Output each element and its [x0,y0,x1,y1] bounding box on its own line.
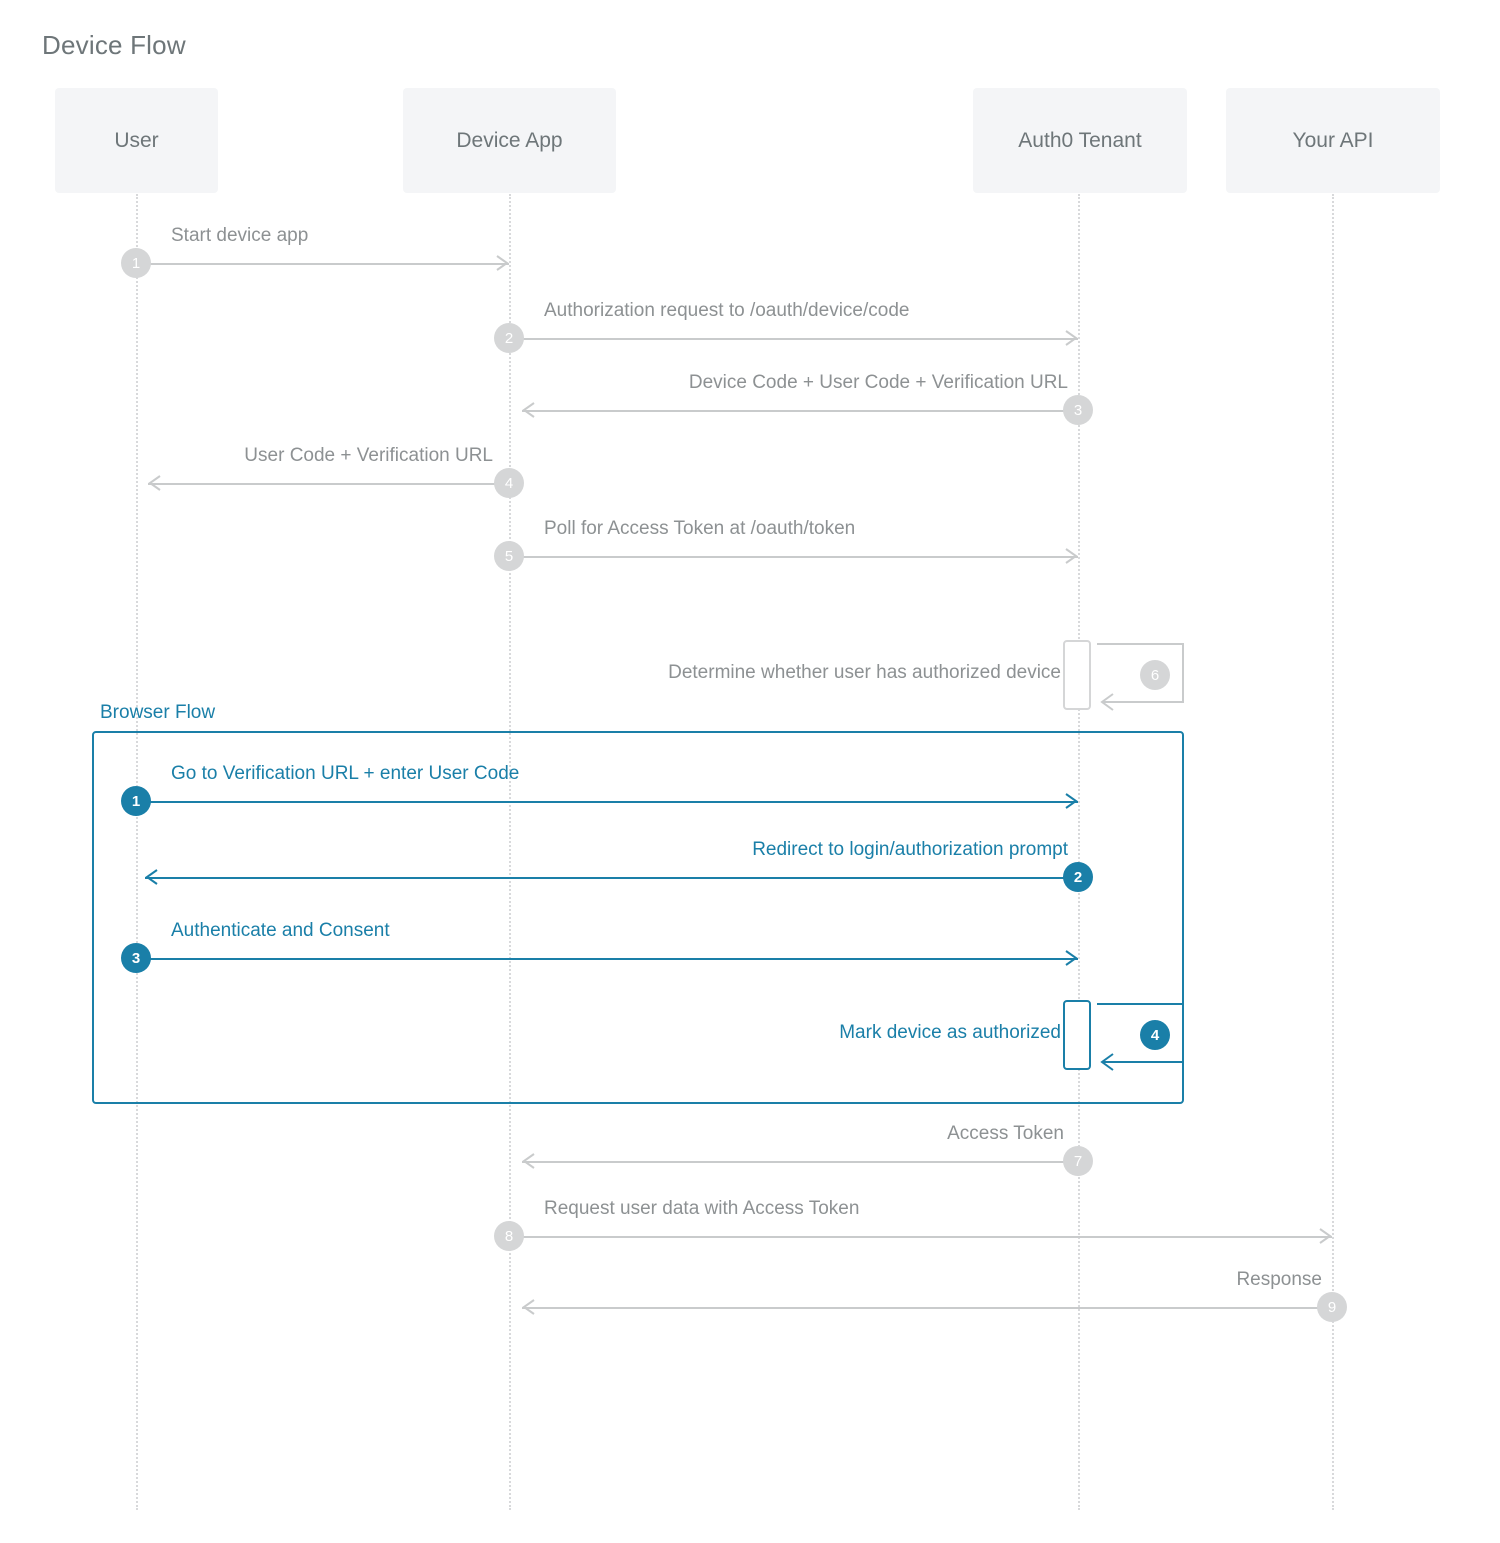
message-label: Poll for Access Token at /oauth/token [544,518,856,539]
step-badge: 8 [494,1221,524,1251]
message-line [509,338,1078,340]
message-6-self: 6 Determine whether user has authorized … [668,640,1193,712]
message-label: Authenticate and Consent [171,920,390,941]
step-badge: 3 [1063,395,1093,425]
message-line [136,801,1078,803]
message-label: Response [1236,1269,1322,1290]
arrowhead-left [521,1152,539,1170]
frame-label-browser-flow: Browser Flow [100,702,216,723]
lifeline-your-api [1332,194,1334,1510]
participant-your-api: Your API [1226,88,1440,193]
participant-auth0-tenant: Auth0 Tenant [973,88,1187,193]
arrowhead-right [1061,329,1079,347]
participant-user: User [55,88,218,193]
message-label: Go to Verification URL + enter User Code [171,763,520,784]
step-badge: 2 [494,323,524,353]
step-badge: 2 [1063,862,1093,892]
message-line [509,1236,1332,1238]
message-line [522,1161,1078,1163]
lifeline-device-app [509,194,511,1510]
arrowhead-left [521,401,539,419]
arrowhead-right [1061,949,1079,967]
step-badge: 7 [1063,1146,1093,1176]
self-loop-arrow [1097,1003,1184,1071]
step-badge: 1 [121,786,151,816]
arrowhead-left [521,1298,539,1316]
participant-label: Device App [456,128,563,152]
message-label: Authorization request to /oauth/device/c… [544,300,910,321]
message-label: Device Code + User Code + Verification U… [688,372,1068,393]
message-line [509,556,1078,558]
lifeline-auth0 [1078,194,1080,1510]
step-badge: 6 [1140,660,1170,690]
arrowhead-right [1061,547,1079,565]
message-line [522,1307,1332,1309]
participant-device-app: Device App [403,88,616,193]
step-badge: 4 [494,468,524,498]
participant-label: Your API [1292,128,1374,152]
step-badge: 4 [1140,1020,1170,1050]
message-line [136,263,509,265]
participant-label: Auth0 Tenant [1018,128,1142,152]
step-badge: 3 [121,943,151,973]
message-line [148,483,509,485]
browser-flow-message-4-self: 4 Mark device as authorized [839,1000,1193,1072]
message-label: Redirect to login/authorization prompt [752,839,1068,860]
step-badge: 5 [494,541,524,571]
message-label: Request user data with Access Token [544,1198,860,1219]
message-label: Access Token [947,1123,1064,1144]
browser-flow-frame [92,731,1184,1104]
arrowhead-right [492,254,510,272]
lifeline-user [136,194,138,1510]
arrowhead-right [1315,1227,1333,1245]
message-line [522,410,1078,412]
activation-box [1063,640,1091,710]
message-label: Start device app [171,225,309,246]
message-line [145,877,1078,879]
arrowhead-right [1061,792,1079,810]
arrowhead-left [144,868,162,886]
arrowhead-left [147,474,165,492]
message-label: Determine whether user has authorized de… [668,662,1061,683]
page-title: Device Flow [42,30,186,60]
step-badge: 9 [1317,1292,1347,1322]
activation-box [1063,1000,1091,1070]
self-loop-arrow [1097,643,1184,711]
message-label: Mark device as authorized [839,1022,1061,1043]
message-label: User Code + Verification URL [244,445,493,466]
message-line [136,958,1078,960]
participant-label: User [114,128,159,152]
step-badge: 1 [121,248,151,278]
